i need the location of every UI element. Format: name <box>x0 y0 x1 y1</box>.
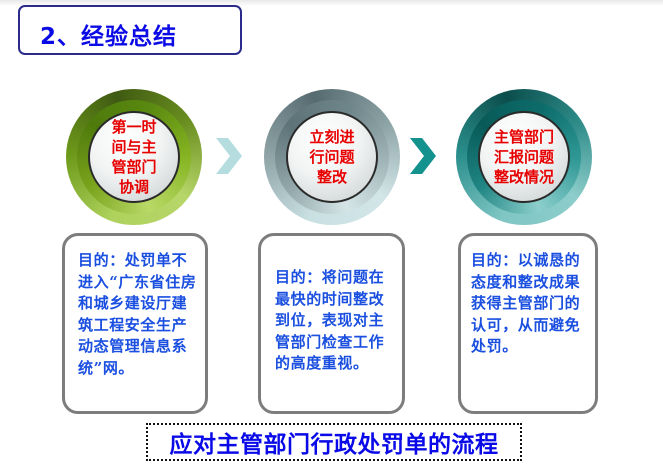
step-2-label: 立刻进 行问题 整改 <box>309 127 354 187</box>
step-3-description: 目的：以诚恳的态度和整改成果获得主管部门的认可，从而避免处罚。 <box>471 251 581 355</box>
step-1-label-line: 管部门 <box>111 158 157 176</box>
step-2-circle: 立刻进 行问题 整改 <box>264 89 400 225</box>
step-1-description-box: 目的：处罚单不进入“广东省住房和城乡建设厅建筑工程安全生产动态管理信息系统”网。 <box>62 233 208 414</box>
step-3-label-line: 汇报问题 <box>493 148 554 166</box>
step-1-description: 目的：处罚单不进入“广东省住房和城乡建设厅建筑工程安全生产动态管理信息系统”网。 <box>78 251 197 377</box>
top-shadow <box>0 0 663 6</box>
step-3-label-line: 整改情况 <box>493 168 554 186</box>
chevron-right-icon <box>408 136 438 176</box>
chevron-right-icon <box>214 136 244 176</box>
section-title-box: 2、经验总结 <box>18 5 242 55</box>
section-title: 2、经验总结 <box>40 24 178 50</box>
step-1-label: 第一时 间与主 管部门 协调 <box>111 117 156 197</box>
step-2-disc: 立刻进 行问题 整改 <box>286 111 378 203</box>
step-2-label-line: 立刻进 <box>309 128 355 146</box>
flow-caption: 应对主管部门行政处罚单的流程 <box>169 432 499 458</box>
step-3-label: 主管部门 汇报问题 整改情况 <box>494 127 554 187</box>
step-2-label-line: 整改 <box>316 168 347 186</box>
step-3-description-box: 目的：以诚恳的态度和整改成果获得主管部门的认可，从而避免处罚。 <box>458 233 598 414</box>
step-1-disc: 第一时 间与主 管部门 协调 <box>88 111 180 203</box>
step-2-description: 目的：将问题在最快的时间整改到位，表现对主管部门检查工作的高度重视。 <box>275 268 385 372</box>
step-1-label-line: 协调 <box>118 178 149 196</box>
step-1-circle: 第一时 间与主 管部门 协调 <box>66 89 202 225</box>
step-1-label-line: 第一时 <box>111 118 157 136</box>
step-2-description-box: 目的：将问题在最快的时间整改到位，表现对主管部门检查工作的高度重视。 <box>258 233 405 414</box>
step-2-label-line: 行问题 <box>309 148 355 166</box>
step-3-disc: 主管部门 汇报问题 整改情况 <box>478 111 570 203</box>
step-3-circle: 主管部门 汇报问题 整改情况 <box>456 89 592 225</box>
step-3-label-line: 主管部门 <box>493 128 554 146</box>
step-1-label-line: 间与主 <box>111 138 157 156</box>
flow-caption-box: 应对主管部门行政处罚单的流程 <box>146 423 522 461</box>
